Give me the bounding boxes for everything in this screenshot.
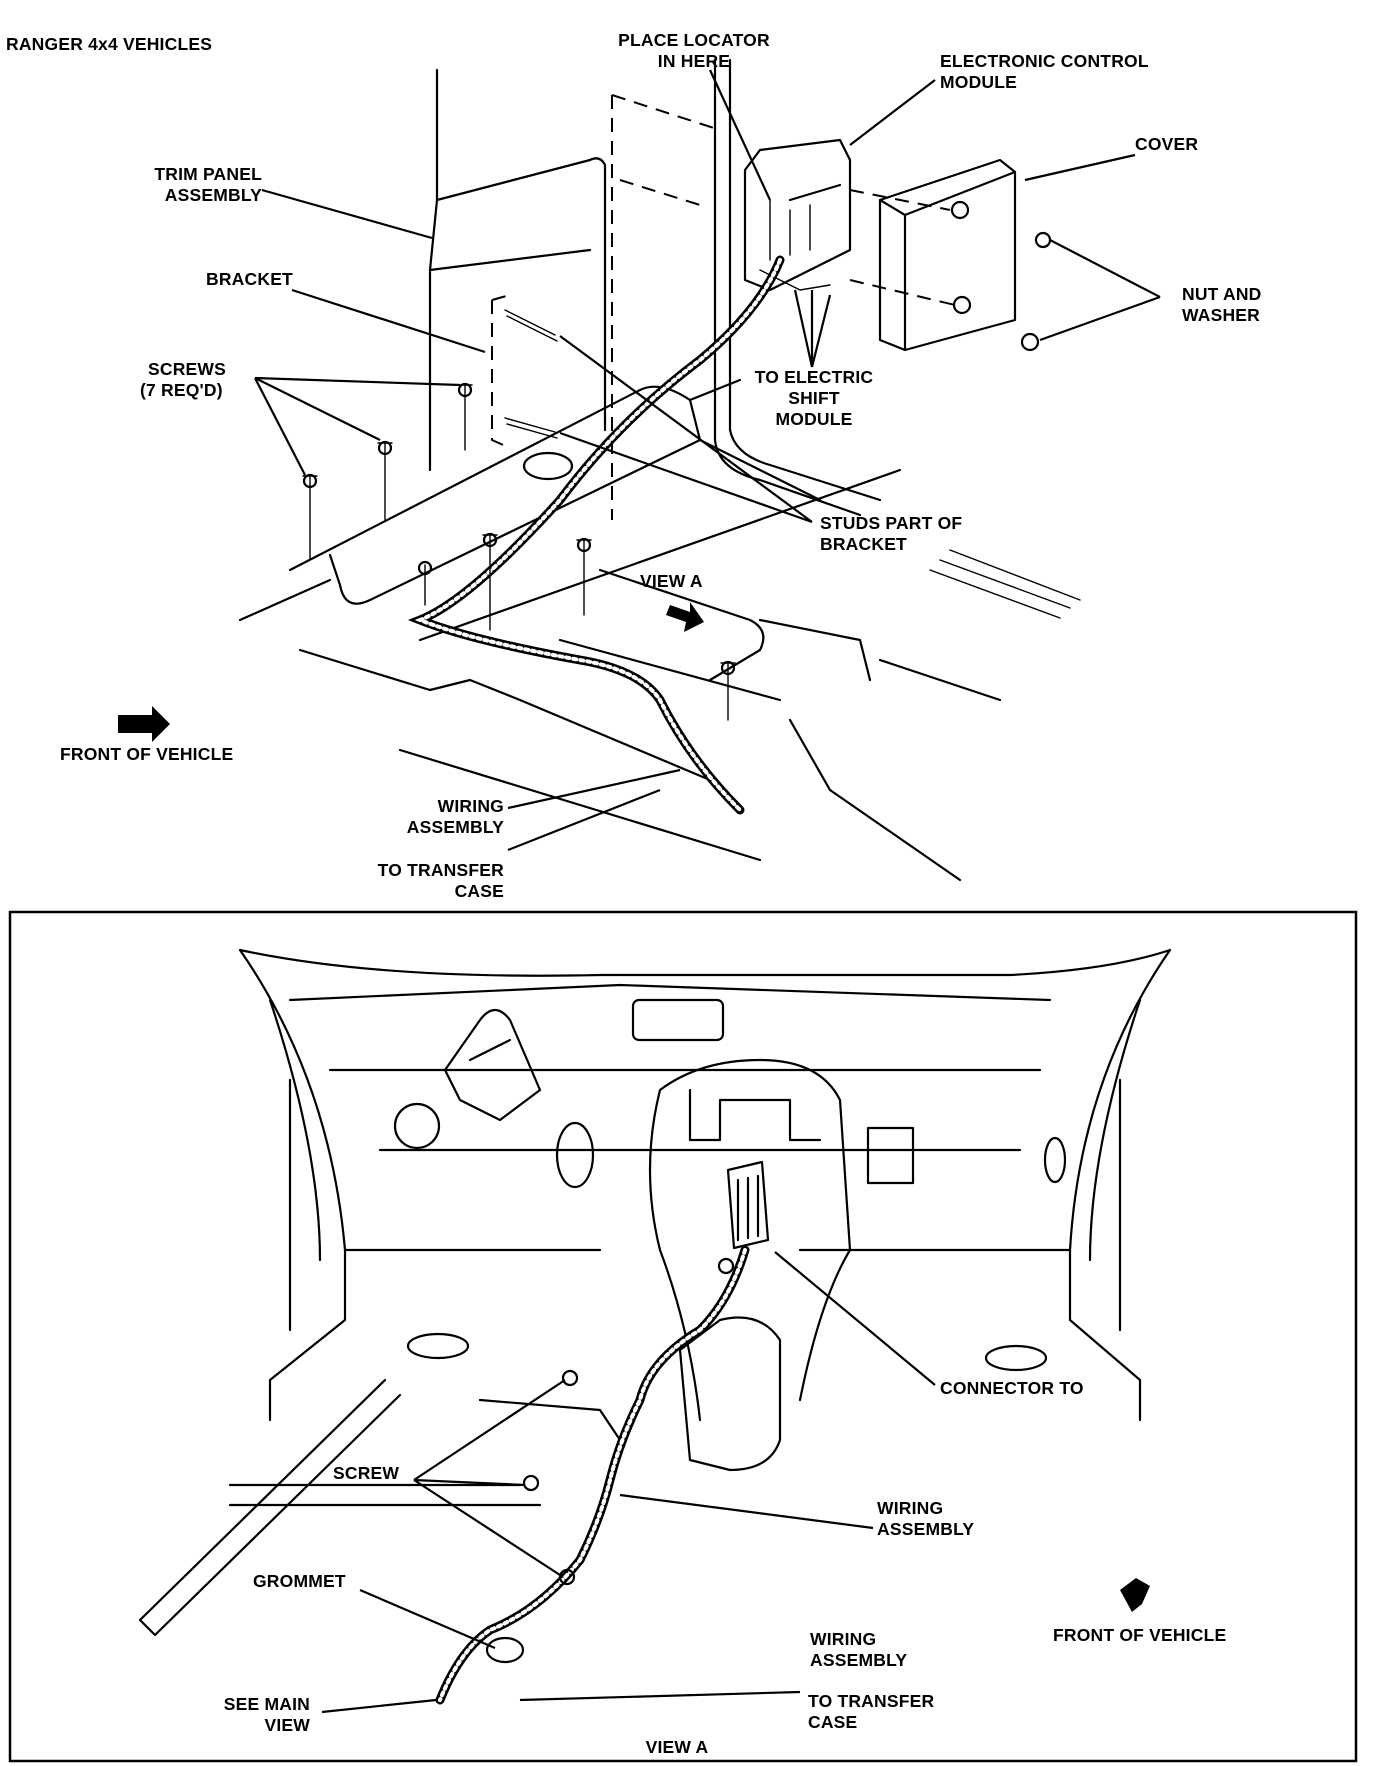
- wall-dashed-outline: [611, 94, 721, 520]
- label-see-main-view-2: VIEW: [264, 1715, 310, 1735]
- label-cover: COVER: [1135, 134, 1198, 154]
- right-slot: [1043, 1136, 1067, 1184]
- left-floor-slot: [406, 1332, 470, 1360]
- right-floor-slot: [984, 1344, 1048, 1372]
- label-grommet: GROMMET: [253, 1571, 346, 1591]
- label-to-esm: TO ELECTRIC: [755, 367, 874, 387]
- ecm-body: [743, 138, 852, 292]
- label-wiring-assembly-a-2: ASSEMBLY: [877, 1519, 974, 1539]
- label-to-transfer-case-2: CASE: [455, 881, 504, 901]
- label-studs-2: BRACKET: [820, 534, 907, 554]
- bracket-plate: [491, 294, 511, 449]
- tunnel-opening: [678, 1316, 782, 1472]
- leader-lines-top: [254, 69, 1161, 810]
- floor-grommet: [522, 451, 574, 481]
- label-screws-qty: (7 REQ'D): [140, 380, 223, 400]
- cover-hole-upper: [950, 200, 970, 220]
- transmission-tunnel: [648, 1058, 852, 1422]
- view-a-arrow-icon: [666, 602, 704, 632]
- main-view: RANGER 4x4 VEHICLES PLACE LOCATOR IN HER…: [6, 30, 1262, 901]
- cab-outline: [238, 948, 1172, 1422]
- stud-upper: [504, 309, 558, 342]
- rear-floor-lines: [228, 1398, 622, 1507]
- grommet: [485, 1636, 525, 1664]
- center-left-slot: [555, 1121, 595, 1189]
- label-place-locator-2: IN HERE: [658, 51, 730, 71]
- label-wiring-assembly-2: ASSEMBLY: [407, 817, 504, 837]
- label-connector-to: CONNECTOR TO: [940, 1378, 1084, 1398]
- diagram-title: RANGER 4x4 VEHICLES: [6, 34, 212, 54]
- label-place-locator: PLACE LOCATOR: [618, 30, 770, 50]
- floor-panel-lines: [298, 568, 1002, 882]
- nut-lower: [1020, 332, 1040, 352]
- label-wiring-assembly-a: WIRING: [877, 1498, 943, 1518]
- label-wiring-assembly-b-2: ASSEMBLY: [810, 1650, 907, 1670]
- label-screw: SCREW: [333, 1463, 399, 1483]
- screws-view-a: [522, 1257, 735, 1586]
- left-round-hole: [393, 1102, 441, 1150]
- label-nut-washer-2: WASHER: [1182, 305, 1260, 325]
- leader-to-transfer-case: [507, 788, 661, 852]
- floor-plate: [866, 1126, 915, 1185]
- label-trim-panel-2: ASSEMBLY: [165, 185, 262, 205]
- label-bracket: BRACKET: [206, 269, 293, 289]
- pedal-bracket: [443, 1008, 542, 1122]
- ecm-connectors: [759, 199, 831, 291]
- label-ecm-2: MODULE: [940, 72, 1017, 92]
- label-front-of-vehicle: FRONT OF VEHICLE: [60, 744, 233, 764]
- label-to-esm-2: SHIFT: [788, 388, 840, 408]
- view-a-frame: [8, 910, 1358, 1763]
- label-studs: STUDS PART OF: [820, 513, 962, 533]
- stud-lower: [504, 417, 558, 439]
- cover-hole-lower: [952, 295, 972, 315]
- view-a-drawing: CONNECTOR TO SCREW WIRING ASSEMBLY GROMM…: [138, 948, 1226, 1757]
- cover-stud-lines: [849, 189, 956, 306]
- leader-lines-view-a: [321, 1251, 936, 1714]
- label-see-main-view: SEE MAIN: [224, 1694, 310, 1714]
- cab-inner-pillars: [268, 998, 1142, 1332]
- ecm-cover: [878, 158, 1017, 352]
- front-arrow-icon: [118, 706, 170, 742]
- view-a-caption: VIEW A: [646, 1737, 709, 1757]
- label-to-transfer-case-a: TO TRANSFER: [808, 1691, 934, 1711]
- screws: [302, 382, 736, 721]
- label-nut-washer: NUT AND: [1182, 284, 1262, 304]
- floor-hatch: [929, 549, 1081, 619]
- view-a-labels: CONNECTOR TO SCREW WIRING ASSEMBLY GROMM…: [224, 1378, 1226, 1757]
- harness-main-inner: [414, 258, 782, 812]
- label-trim-panel: TRIM PANEL: [154, 164, 262, 184]
- label-view-a-pointer: VIEW A: [640, 571, 703, 591]
- harness-main: [407, 255, 785, 815]
- label-wiring-assembly: WIRING: [438, 796, 504, 816]
- top-view-labels: RANGER 4x4 VEHICLES PLACE LOCATOR IN HER…: [6, 30, 1262, 901]
- label-to-transfer-case: TO TRANSFER: [378, 860, 504, 880]
- label-screws: SCREWS: [148, 359, 226, 379]
- left-rocker: [138, 1378, 402, 1637]
- nut-upper: [1034, 231, 1052, 249]
- trim-panel-outline: [428, 68, 607, 472]
- front-arrow-icon-view-a: [1120, 1578, 1150, 1612]
- label-ecm: ELECTRONIC CONTROL: [940, 51, 1149, 71]
- label-to-esm-3: MODULE: [775, 409, 852, 429]
- connector-body: [726, 1160, 770, 1250]
- dash-vent: [631, 998, 725, 1042]
- label-front-of-vehicle-a: FRONT OF VEHICLE: [1053, 1625, 1226, 1645]
- label-to-transfer-case-a-2: CASE: [808, 1712, 857, 1732]
- harness-view-a-inner: [438, 1248, 747, 1702]
- door-pillar: [713, 58, 882, 517]
- label-wiring-assembly-b: WIRING: [810, 1629, 876, 1649]
